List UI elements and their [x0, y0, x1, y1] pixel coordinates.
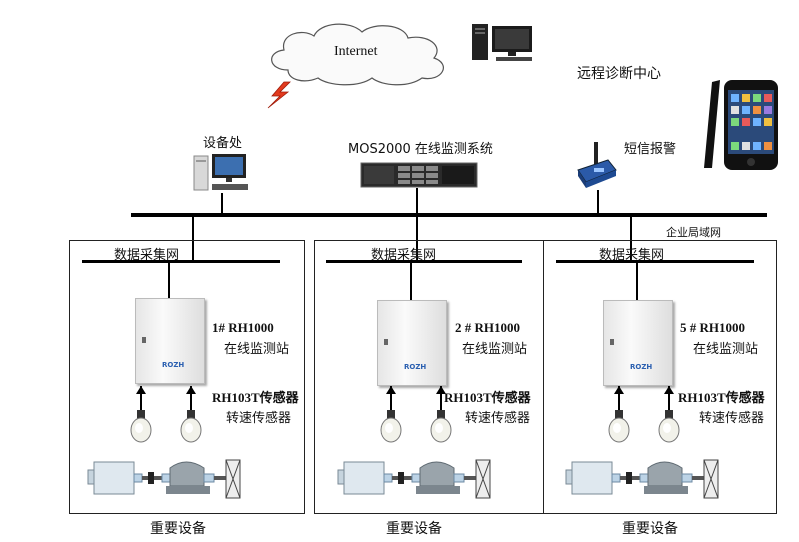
sensor-icon	[656, 386, 682, 446]
motor-icon	[336, 456, 506, 506]
station-1-drop	[192, 216, 194, 262]
monitoring-cabinet-icon: ROZH	[377, 300, 447, 386]
office-pc-connector	[221, 193, 223, 214]
sensor-label-2: 转速传感器	[226, 411, 292, 426]
smartphone-icon	[704, 80, 778, 170]
sms-label: 短信报警	[624, 142, 677, 157]
station-panel-1	[69, 240, 305, 514]
data-net-label: 数据采集网	[114, 248, 180, 263]
data-net-label: 数据采集网	[599, 248, 665, 263]
sensor-label-1: RH103T传感器	[678, 390, 765, 405]
gsm-modem-icon	[577, 142, 617, 188]
rack-server-icon	[360, 162, 478, 188]
data-net-label: 数据采集网	[371, 248, 437, 263]
cloud-icon	[271, 23, 444, 86]
sensor-label-1: RH103T传感器	[212, 390, 299, 405]
lan-label: 企业局域网	[666, 226, 721, 239]
sensor-icon	[378, 386, 404, 446]
monitoring-cabinet-icon: ROZH	[603, 300, 673, 386]
equipment-label: 重要设备	[386, 521, 442, 537]
sensor-label-2: 转速传感器	[699, 411, 765, 426]
station-id: 5 # RH1000	[680, 320, 745, 335]
internet-label: Internet	[334, 44, 378, 59]
equipment-label: 重要设备	[150, 521, 206, 537]
lan-bus-line	[131, 213, 767, 217]
cabinet-drop	[636, 262, 638, 300]
station-name: 在线监测站	[462, 342, 528, 357]
station-id: 2 # RH1000	[455, 320, 520, 335]
sensor-icon	[606, 386, 632, 446]
station-id: 1# RH1000	[212, 320, 274, 335]
motor-icon	[564, 456, 734, 506]
data-net-bus	[556, 260, 754, 263]
station-name: 在线监测站	[224, 342, 290, 357]
modem-connector	[597, 190, 599, 214]
desktop-computer-icon	[472, 24, 532, 61]
equipment-label: 重要设备	[622, 521, 678, 537]
station-2-drop	[416, 216, 418, 262]
sensor-icon	[428, 386, 454, 446]
station-panel-3	[543, 240, 777, 514]
equipment-office-label: 设备处	[203, 136, 243, 151]
server-connector	[416, 188, 418, 214]
cabinet-drop	[168, 262, 170, 298]
monitoring-cabinet-icon: ROZH	[135, 298, 205, 384]
lightning-icon	[267, 81, 291, 109]
server-label: MOS2000 在线监测系统	[348, 142, 493, 157]
sensor-label-1: RH103T传感器	[444, 390, 531, 405]
remote-center-label: 远程诊断中心	[577, 66, 661, 82]
sensor-icon	[178, 386, 204, 446]
cabinet-drop	[410, 262, 412, 300]
station-name: 在线监测站	[693, 342, 759, 357]
sensor-icon	[128, 386, 154, 446]
desktop-computer-icon	[193, 154, 248, 191]
motor-icon	[86, 456, 256, 506]
sensor-label-2: 转速传感器	[465, 411, 531, 426]
station-3-drop	[630, 216, 632, 262]
data-net-bus	[82, 260, 280, 263]
data-net-bus	[326, 260, 522, 263]
